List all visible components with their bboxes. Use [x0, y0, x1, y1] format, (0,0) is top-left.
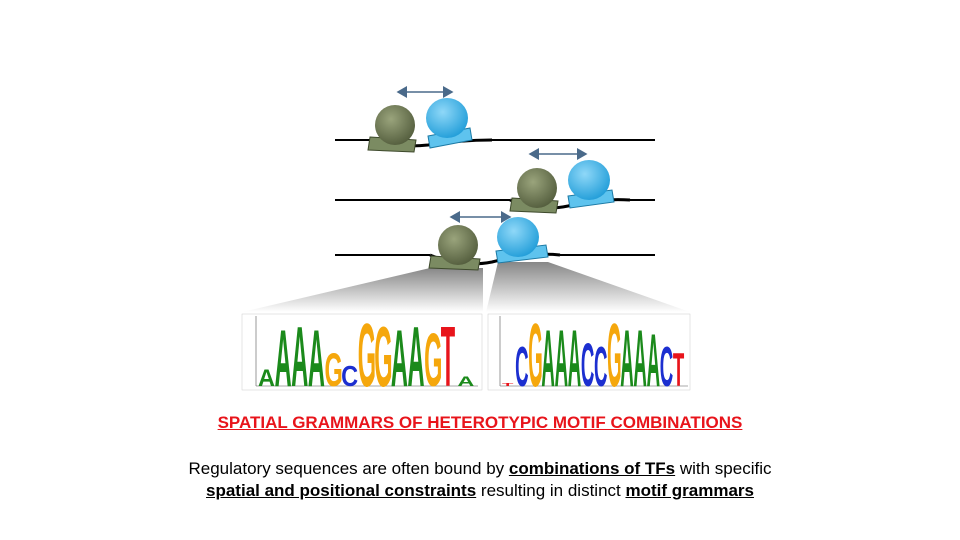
logo-letter-a: A: [647, 317, 660, 400]
logo-letter-g: G: [324, 343, 342, 396]
strand-2: [335, 148, 655, 214]
transcription-factor-b-icon: [426, 98, 468, 138]
logo-letter-c: C: [515, 335, 528, 398]
body-text-bold-2: spatial and positional constraints: [206, 481, 477, 500]
transcription-factor-a-icon: [375, 105, 415, 145]
logo-letter-a: A: [555, 314, 568, 400]
logo-letter-a: A: [568, 314, 581, 400]
slide-body-text: Regulatory sequences are often bound by …: [0, 458, 960, 502]
logo-letter-g: G: [528, 304, 542, 400]
logo-letter-a: A: [391, 313, 408, 400]
logo-letter-c: C: [660, 335, 673, 398]
logo-letter-a: A: [408, 311, 425, 400]
logo-letter-t: T: [441, 311, 455, 400]
body-text-bold-1: combinations of TFs: [508, 459, 676, 478]
strand-3: [335, 211, 655, 271]
zoom-fan-right: [486, 262, 690, 312]
logo-letter-t: T: [502, 382, 514, 387]
logo-letter-c: C: [341, 360, 358, 393]
logo-letter-a: A: [457, 374, 474, 390]
strand-1: [335, 86, 655, 153]
slide-heading: SPATIAL GRAMMARS OF HETEROTYPIC MOTIF CO…: [217, 413, 743, 432]
body-text-part-1: Regulatory sequences are often bound by: [188, 459, 509, 478]
transcription-factor-b-icon: [497, 217, 539, 257]
transcription-factor-a-icon: [517, 168, 557, 208]
zoom-fan-left: [242, 268, 483, 312]
logo-letter-a: A: [620, 314, 633, 400]
logo-letter-a: A: [275, 313, 292, 400]
logo-letter-g: G: [374, 311, 392, 400]
logo-letter-c: C: [594, 335, 607, 398]
logo-letter-a: A: [541, 314, 554, 400]
logo-letter-a: A: [308, 313, 325, 400]
body-text-part-3: resulting in distinct: [476, 481, 626, 500]
body-text-bold-3: motif grammars: [625, 481, 754, 500]
logo-letter-c: C: [581, 331, 594, 400]
logo-letter-g: G: [424, 317, 442, 400]
logo-letter-a: A: [291, 311, 308, 400]
transcription-factor-b-icon: [568, 160, 610, 200]
transcription-factor-a-icon: [438, 225, 478, 265]
body-text-part-2: with specific: [675, 459, 772, 478]
logo-letter-g: G: [607, 304, 621, 400]
logo-letter-g: G: [358, 305, 376, 400]
logo-letter-a: A: [258, 365, 275, 391]
logo-letter-t: T: [673, 344, 684, 397]
logo-letter-a: A: [633, 314, 646, 400]
